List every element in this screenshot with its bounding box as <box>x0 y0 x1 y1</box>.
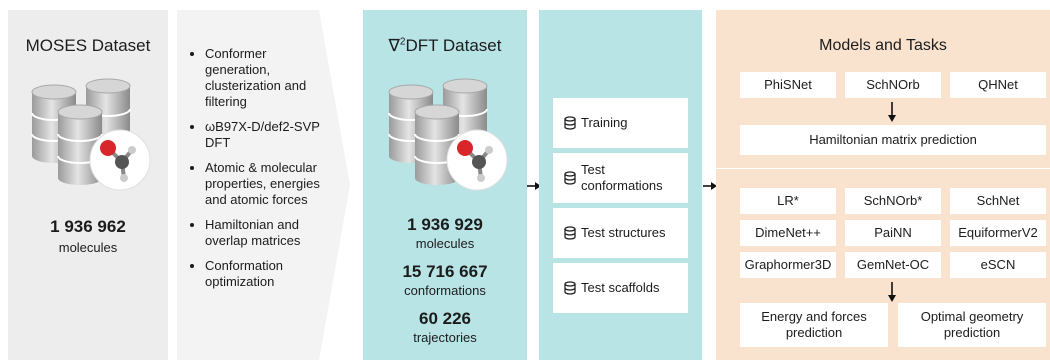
model-graphormer3d: Graphormer3D <box>740 252 836 278</box>
model-schnet: SchNet <box>950 188 1046 214</box>
step-item: Conformer generation, clusterization and… <box>205 46 335 110</box>
dft-title: ∇2DFT Dataset <box>363 36 527 56</box>
model-painn: PaiNN <box>845 220 941 246</box>
molecule-icon <box>89 129 151 191</box>
model-schnorb: SchNOrb <box>845 72 941 98</box>
dft-stat-molecules: 1 936 929 molecules <box>363 215 527 251</box>
database-molecule-icon <box>31 78 151 191</box>
database-icon <box>564 226 576 240</box>
arrow-down-icon <box>888 282 896 302</box>
arrow-down-icon <box>888 102 896 122</box>
model-qhnet: QHNet <box>950 72 1046 98</box>
task-optimal-geometry-prediction: Optimal geometry prediction <box>898 303 1046 347</box>
molecule-icon <box>446 129 508 191</box>
database-molecule-icon <box>388 78 508 191</box>
step-item: ωB97X-D/def2-SVP DFT <box>205 119 335 151</box>
chevron-shape <box>177 10 350 360</box>
model-lr: LR* <box>740 188 836 214</box>
stat-value: 15 716 667 <box>402 262 488 281</box>
model-dimenet: DimeNet++ <box>740 220 836 246</box>
split-test-scaffolds: Test scaffolds <box>553 263 688 313</box>
split-label: Training <box>581 115 628 130</box>
split-test-conformations: Test conformations <box>553 153 688 203</box>
database-icon <box>564 116 576 130</box>
moses-panel: MOSES Dataset <box>8 10 168 360</box>
arrow-right-icon <box>527 182 541 190</box>
model-escn: eSCN <box>950 252 1046 278</box>
moses-molecule-count: 1 936 962 <box>50 217 126 236</box>
step-item: Hamiltonian and overlap matrices <box>205 217 335 249</box>
stat-label: conformations <box>404 283 486 298</box>
stat-value: 1 936 929 <box>407 215 483 234</box>
moses-title: MOSES Dataset <box>25 36 151 55</box>
models-title: Models and Tasks <box>819 37 947 54</box>
processing-steps-panel: Conformer generation, clusterization and… <box>177 10 350 360</box>
model-schnorb-star: SchNOrb* <box>845 188 941 214</box>
split-label: Test conformations <box>581 162 663 193</box>
processing-steps-list: Conformer generation, clusterization and… <box>189 46 335 299</box>
split-training: Training <box>553 98 688 148</box>
moses-molecule-label: molecules <box>58 240 118 255</box>
section-divider <box>716 168 1050 169</box>
dft-stat-conformations: 15 716 667 conformations <box>363 262 527 298</box>
models-tasks-panel: Models and Tasks PhiSNet SchNOrb QHNet H… <box>716 10 1050 360</box>
title-superscript: 2 <box>399 36 406 48</box>
step-item: Conformation optimization <box>205 258 335 290</box>
dft-title-text: DFT Dataset <box>405 36 502 55</box>
model-equiformerv2: EquiformerV2 <box>950 220 1046 246</box>
data-splits-panel: Training Test conformations Test structu… <box>539 10 702 360</box>
task-hamiltonian-prediction: Hamiltonian matrix prediction <box>740 125 1046 155</box>
stat-value: 60 226 <box>419 309 471 328</box>
split-label: Test scaffolds <box>581 280 660 295</box>
nabla-symbol: ∇ <box>388 36 400 55</box>
database-icon <box>564 281 576 295</box>
nabla-dft-panel: ∇2DFT Dataset 1 936 929 <box>363 10 527 360</box>
model-phisnet: PhiSNet <box>740 72 836 98</box>
split-test-structures: Test structures <box>553 208 688 258</box>
arrow-right-icon <box>703 182 717 190</box>
stat-label: trajectories <box>413 330 477 345</box>
stat-label: molecules <box>415 236 475 251</box>
dft-stat-trajectories: 60 226 trajectories <box>363 309 527 345</box>
database-icon <box>564 171 576 185</box>
step-item: Atomic & molecular properties, energies … <box>205 160 335 208</box>
split-label: Test structures <box>581 225 666 240</box>
model-gemnet-oc: GemNet-OC <box>845 252 941 278</box>
task-energy-forces-prediction: Energy and forces prediction <box>740 303 888 347</box>
